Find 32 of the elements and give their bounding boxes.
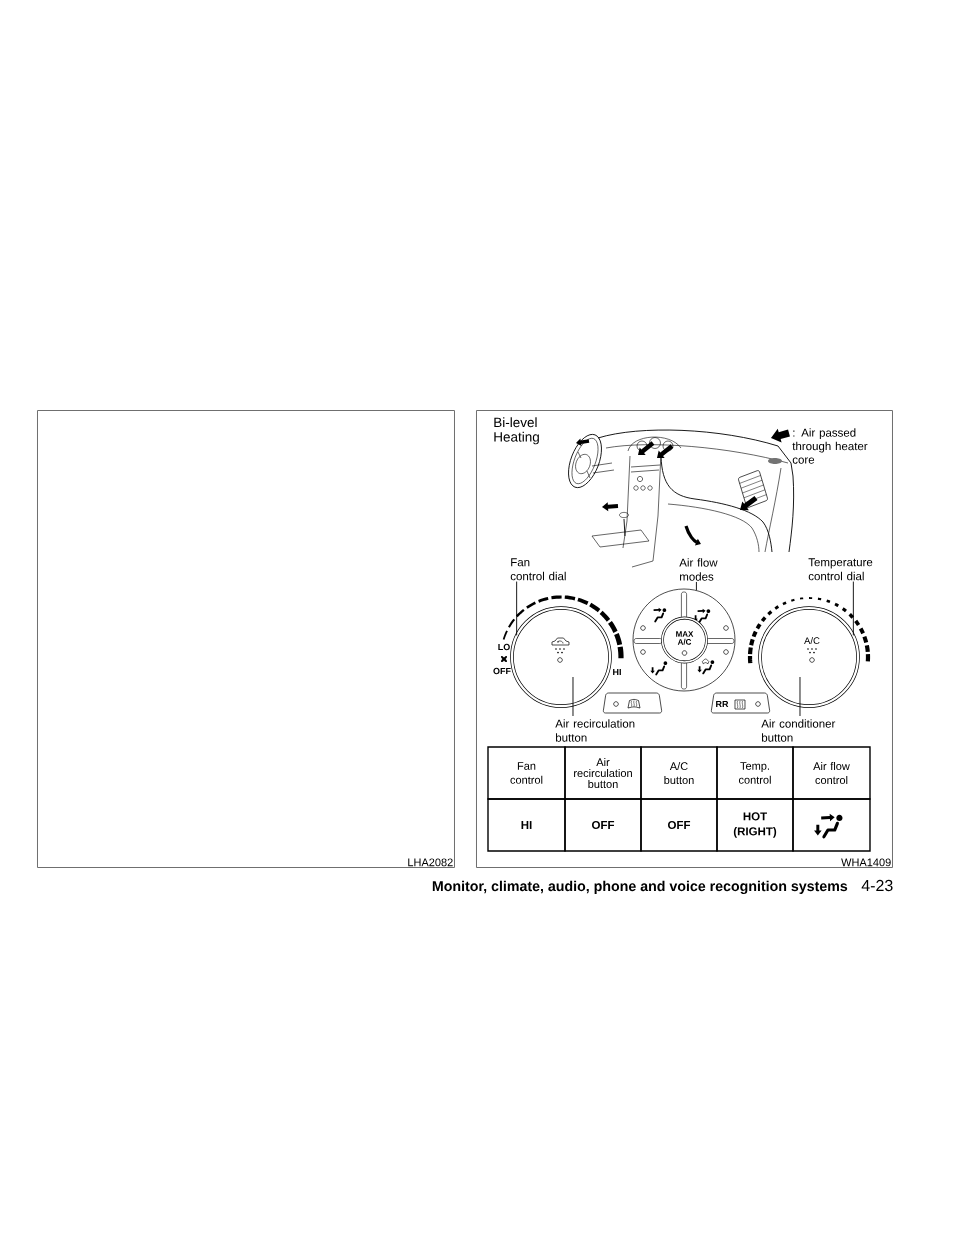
table-cell: OFF [564, 798, 642, 852]
table-cell: OFF [640, 798, 718, 852]
table-header-cell: Air recirculation button [564, 746, 642, 800]
page-number: 4-23 [861, 879, 893, 892]
table-header-cell: A/C button [640, 746, 718, 800]
table-cell: HI [487, 798, 566, 852]
control-label: A/C [804, 637, 820, 644]
table-header-cell: Air flow control [792, 746, 871, 800]
leader-line [572, 676, 574, 717]
center-button: MAX A/C [661, 616, 708, 664]
leader-line [852, 581, 854, 636]
scale-label: HI [613, 668, 621, 676]
table-header-cell: Temp. control [716, 746, 794, 800]
figure-panel: LHA2082 [37, 410, 455, 868]
scale-label: LO [498, 643, 510, 651]
table-cell: HOT (RIGHT) [716, 798, 794, 852]
callout-label: Temperature control dial [808, 558, 873, 581]
scale-label: OFF [493, 667, 511, 675]
footer-text: Monitor, climate, audio, phone and voice recognition systems [432, 880, 848, 894]
callout-label: Air flow modes [679, 558, 718, 581]
callout-label: Air recirculation button [555, 719, 635, 742]
legend-text: : Air passed through heater core [792, 428, 868, 464]
mode-selector-dial [632, 588, 736, 692]
table-header-cell: Fan control [487, 746, 566, 800]
callout-label: Air conditioner button [761, 719, 836, 742]
title: Bi-level Heating [494, 417, 539, 445]
leader-line [695, 581, 697, 591]
leader-line [516, 581, 518, 636]
callout-label: Fan control dial [510, 558, 566, 581]
control-dial [758, 606, 860, 708]
rear-defrost-button: RR [711, 692, 770, 714]
control-dial [510, 606, 612, 708]
